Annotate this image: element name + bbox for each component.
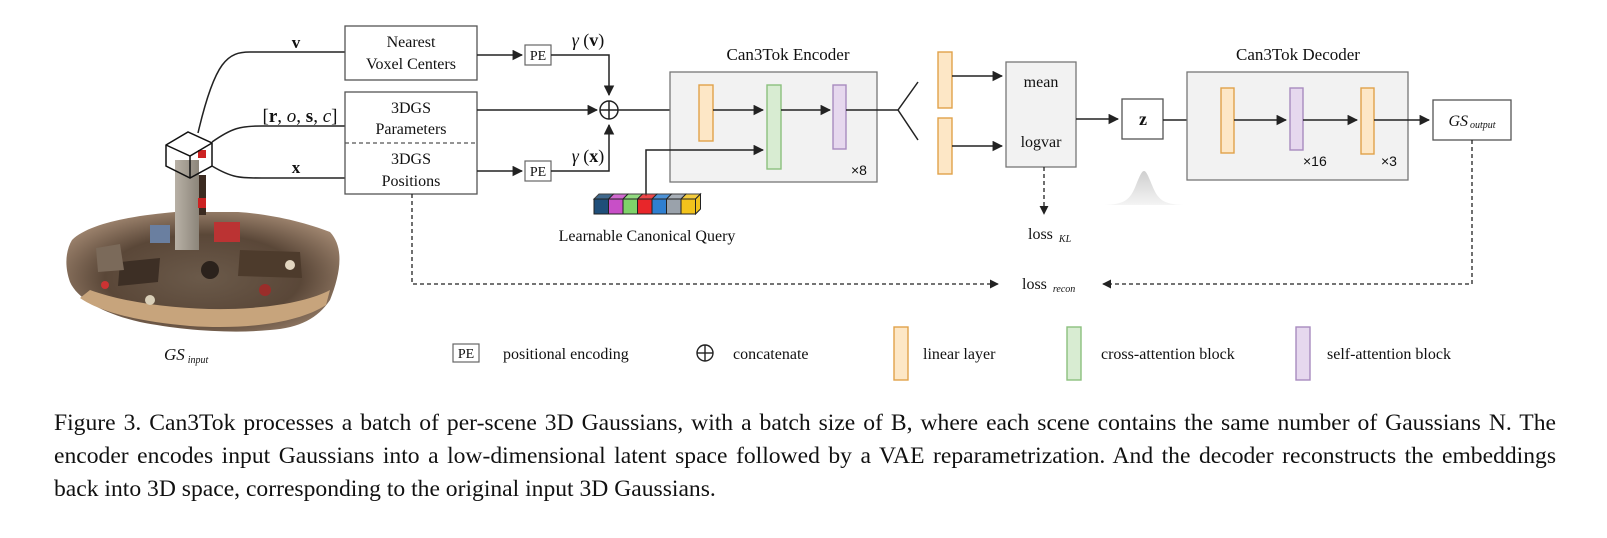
query-token-cube	[636, 193, 659, 215]
gamma-x-label: γ (x)	[572, 146, 605, 167]
svg-text:Nearest: Nearest	[387, 34, 436, 51]
legend-linear-layer: linear layer	[893, 326, 996, 381]
svg-text:PE: PE	[530, 49, 546, 64]
decoder-repeat-self: ×16	[1303, 153, 1327, 169]
encoder-title: Can3Tok Encoder	[727, 45, 850, 64]
svg-text:Positions: Positions	[382, 173, 441, 190]
query-token-cube	[650, 193, 673, 215]
gaussian-curve-icon	[1100, 171, 1188, 205]
decoder-linear-layer-2	[1360, 87, 1375, 155]
latent-z-box: z	[1121, 98, 1164, 140]
decoder-repeat-linear: ×3	[1381, 153, 1397, 169]
query-label: Learnable Canonical Query	[559, 228, 736, 245]
svg-text:Parameters: Parameters	[375, 121, 446, 138]
decoder-linear-layer-1	[1220, 87, 1235, 154]
svg-text:z: z	[1139, 109, 1147, 129]
svg-text:PE: PE	[458, 347, 474, 362]
encoder-linear-layer	[698, 84, 714, 142]
svg-text:positional encoding: positional encoding	[503, 346, 629, 363]
svg-text:logvar: logvar	[1021, 134, 1063, 151]
encoder-repeat: ×8	[851, 162, 867, 178]
logvar-linear-layer	[937, 117, 953, 175]
concatenate-icon	[599, 100, 619, 120]
nearest-voxel-centers-box: Nearest Voxel Centers	[344, 25, 478, 81]
figure-caption: Figure 3. Can3Tok processes a batch of p…	[54, 410, 1556, 502]
input-scene-image	[66, 150, 340, 332]
svg-text:PE: PE	[530, 165, 546, 180]
svg-text:linear layer: linear layer	[923, 346, 996, 363]
svg-text:self-attention block: self-attention block	[1327, 346, 1451, 363]
decoder-title: Can3Tok Decoder	[1236, 45, 1360, 64]
pe-box-top: PE	[524, 44, 552, 66]
svg-text:concatenate: concatenate	[733, 346, 809, 363]
svg-text:mean: mean	[1024, 74, 1059, 91]
arrow-x	[211, 165, 345, 179]
3dgs-parameters-positions-box: 3DGS Parameters 3DGS Positions	[344, 91, 478, 195]
svg-text:3DGS: 3DGS	[391, 100, 431, 117]
label-x: x	[292, 158, 301, 177]
arrow-params	[211, 125, 345, 143]
legend-self-attention: self-attention block	[1295, 326, 1451, 381]
legend-concatenate: concatenate	[696, 344, 809, 363]
query-token-cube	[592, 193, 615, 215]
svg-text:cross-attention block: cross-attention block	[1101, 346, 1235, 363]
svg-text:3DGS: 3DGS	[391, 151, 431, 168]
query-side-face	[695, 192, 701, 216]
legend: PE positional encoding concatenate linea…	[452, 326, 1451, 381]
legend-cross-attention: cross-attention block	[1066, 326, 1235, 381]
svg-text:Voxel Centers: Voxel Centers	[366, 56, 456, 73]
vae-mean-logvar-box: mean logvar	[1005, 61, 1077, 168]
arrow-v	[197, 51, 345, 134]
legend-pe: PE positional encoding	[452, 343, 629, 363]
encoder-self-attention	[832, 84, 847, 150]
gamma-v-label: γ (v)	[572, 30, 605, 51]
decoder-self-attention	[1289, 87, 1304, 151]
pe-box-bottom: PE	[524, 160, 552, 182]
mean-linear-layer	[937, 51, 953, 109]
label-params: [r, o, s, c]	[263, 106, 338, 127]
learnable-canonical-query-icon	[592, 192, 702, 216]
encoder-cross-attention	[766, 84, 782, 170]
label-v: v	[292, 33, 301, 52]
